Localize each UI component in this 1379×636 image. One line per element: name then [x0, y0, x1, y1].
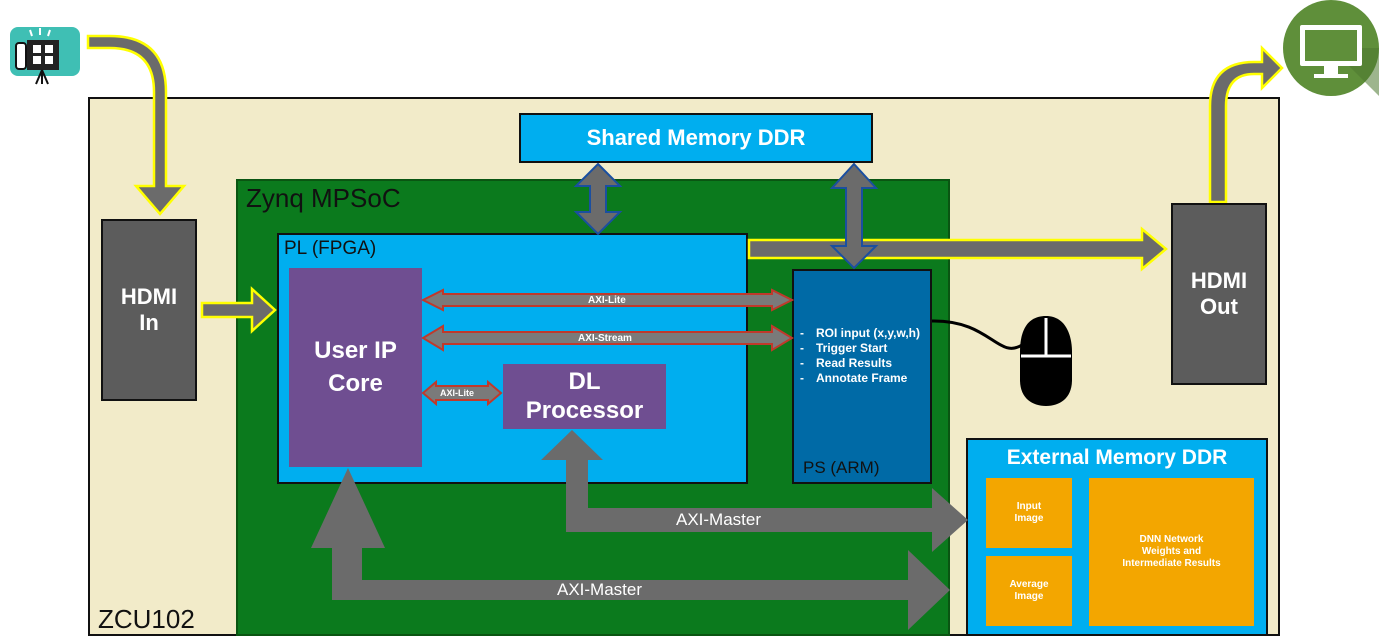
shared-memory-label: Shared Memory DDR — [586, 125, 806, 150]
mouse-icon — [1020, 316, 1072, 406]
ps-arm-block — [792, 269, 932, 484]
pl-to-hdmi-out-arrow — [747, 226, 1168, 272]
shared-memory-pl-arrow — [573, 162, 623, 236]
external-memory-title: External Memory DDR — [1006, 446, 1228, 469]
axi-lite-dl-arrow — [421, 379, 503, 407]
axi-master-user-arrow — [311, 468, 950, 630]
axi-lite-top-label: AXI-Lite — [588, 295, 626, 306]
axi-stream-label: AXI-Stream — [578, 333, 632, 344]
ps-task-list: -ROI input (x,y,w,h) -Trigger Start -Rea… — [800, 326, 930, 386]
average-image-buffer: Average Image — [986, 556, 1072, 626]
hdmi-out-to-monitor-arrow — [1208, 44, 1284, 204]
camera-to-hdmi-in-arrow — [86, 34, 187, 216]
shared-memory-ps-arrow — [829, 162, 879, 270]
hdmi-out-block: HDMI Out — [1171, 203, 1267, 385]
hdmi-out-label: HDMI Out — [1190, 267, 1248, 319]
ps-task-item: -ROI input (x,y,w,h) — [800, 326, 920, 340]
shared-memory-ddr: Shared Memory DDR — [519, 113, 873, 163]
user-ip-label: User IP Core — [314, 337, 397, 397]
pl-label: PL (FPGA) — [284, 238, 377, 259]
board-label: ZCU102 — [98, 604, 195, 634]
axi-stream-arrow — [421, 324, 794, 352]
hdmi-in-to-user-ip-arrow — [200, 286, 277, 334]
dl-processor-label: DL Processor — [525, 367, 644, 424]
ps-task-item: -Trigger Start — [800, 341, 888, 355]
ps-task-item: -Annotate Frame — [800, 371, 908, 385]
ps-label: PS (ARM) — [803, 458, 880, 477]
axi-master-dl-arrow — [541, 430, 968, 552]
monitor-icon — [1283, 0, 1379, 96]
hdmi-in-block: HDMI In — [101, 219, 197, 401]
dl-processor: DL Processor — [503, 364, 666, 429]
dnn-weights-buffer: DNN Network Weights and Intermediate Res… — [1089, 478, 1254, 626]
user-ip-core: User IP Core — [289, 268, 422, 467]
axi-lite-top-arrow — [420, 288, 795, 312]
hdmi-in-label: HDMI In — [120, 283, 178, 335]
zynq-label: Zynq MPSoC — [246, 183, 401, 213]
axi-lite-dl-label: AXI-Lite — [440, 388, 475, 398]
camera-icon — [10, 27, 80, 85]
axi-master-dl-label: AXI-Master — [676, 510, 762, 529]
input-image-buffer: Input Image — [986, 478, 1072, 548]
ps-task-item: -Read Results — [800, 356, 893, 370]
axi-master-user-label: AXI-Master — [557, 580, 643, 599]
